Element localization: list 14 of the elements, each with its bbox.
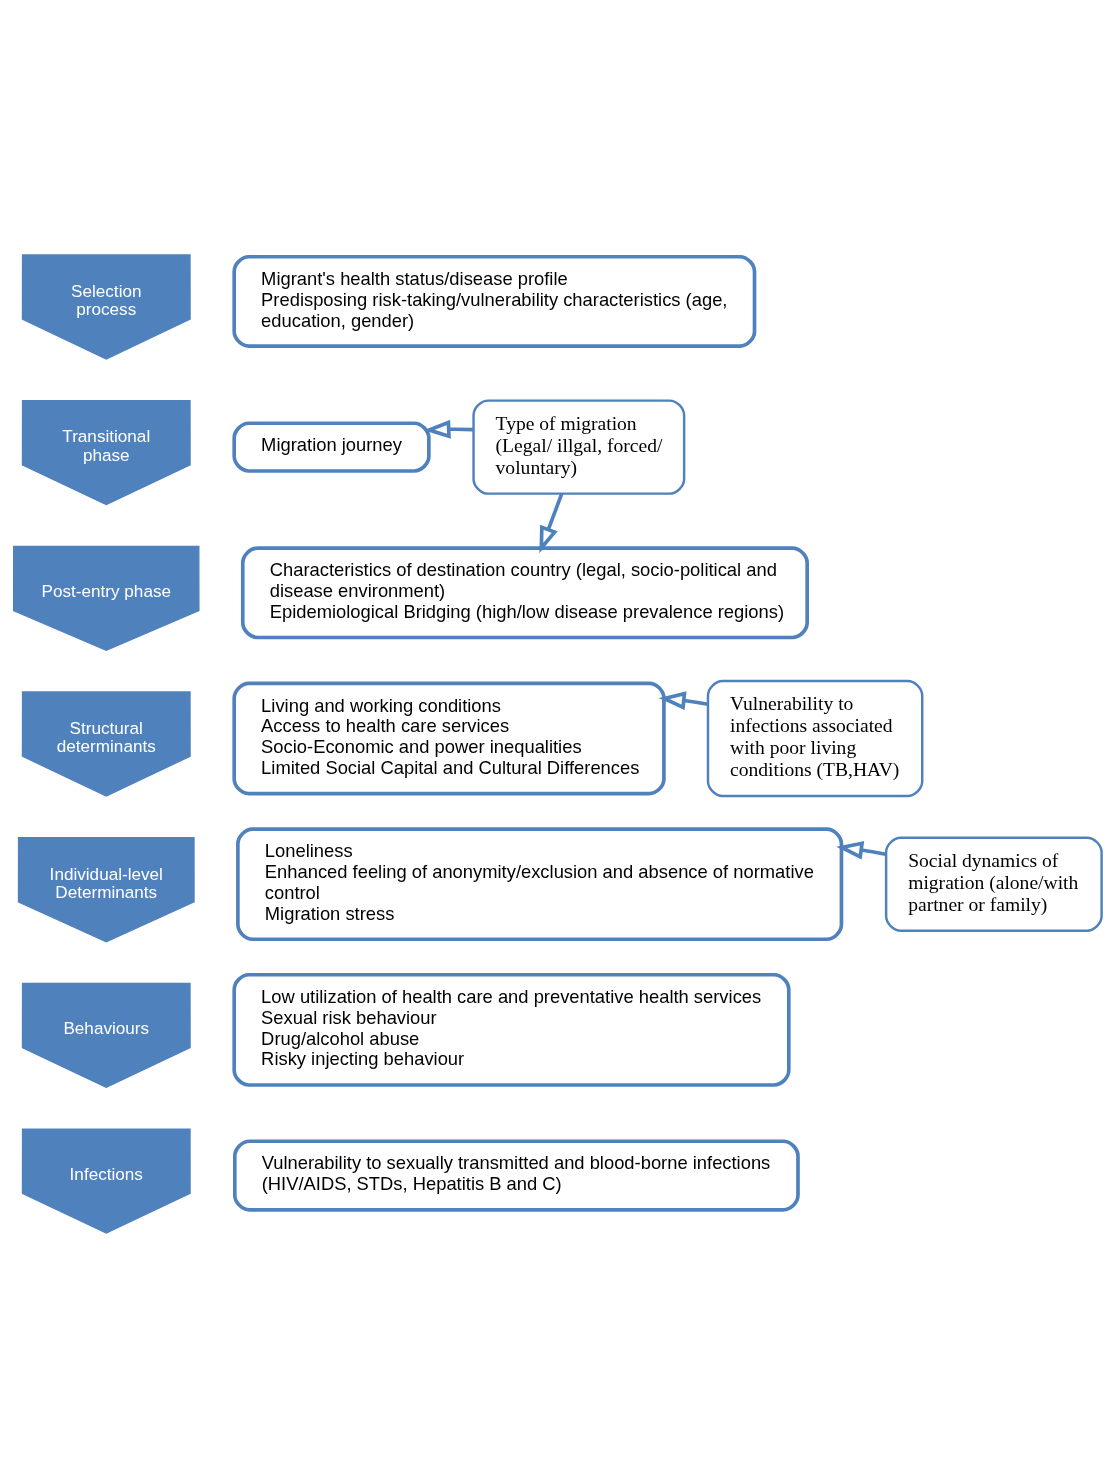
node-box: Vulnerability to infections associated with poor living conditions (TB,HAV) [706,679,924,798]
node-box: Migrant's health status/disease profile Predisposing risk-taking/vulnerability characteristics (age, education, gender) [232,254,757,348]
arrow [836,840,887,860]
node-box: Vulnerability to sexually transmitted and blood-borne infections (HIV/AIDS, STDs, Hepatitis B and C) [232,1139,800,1212]
node-box: Social dynamics of migration (alone/with partner or family) [884,836,1103,932]
node-box: Type of migration (Legal/ illgal, forced/ voluntary) [472,399,686,495]
node-box: Loneliness Enhanced feeling of anonymity/exclusion and absence of normative control Migration stress [236,827,844,942]
arrow [539,493,564,554]
arrow [423,419,474,439]
node-box: Low utilization of health care and preventative health services Sexual risk behaviour Drug/alcohol abuse Risky injecting behaviour [232,972,791,1087]
node-box: Characteristics of destination country (legal, socio-political and disease environment) Epidemiological Bridging (high/low disease prevalence regions) [240,546,809,640]
node-box: Living and working conditions Access to health care services Socio-Economic and power inequalities Limited Social Capital and Cultural Differences [232,681,666,796]
node-box: Migration journey [232,421,431,473]
arrow [658,691,709,711]
